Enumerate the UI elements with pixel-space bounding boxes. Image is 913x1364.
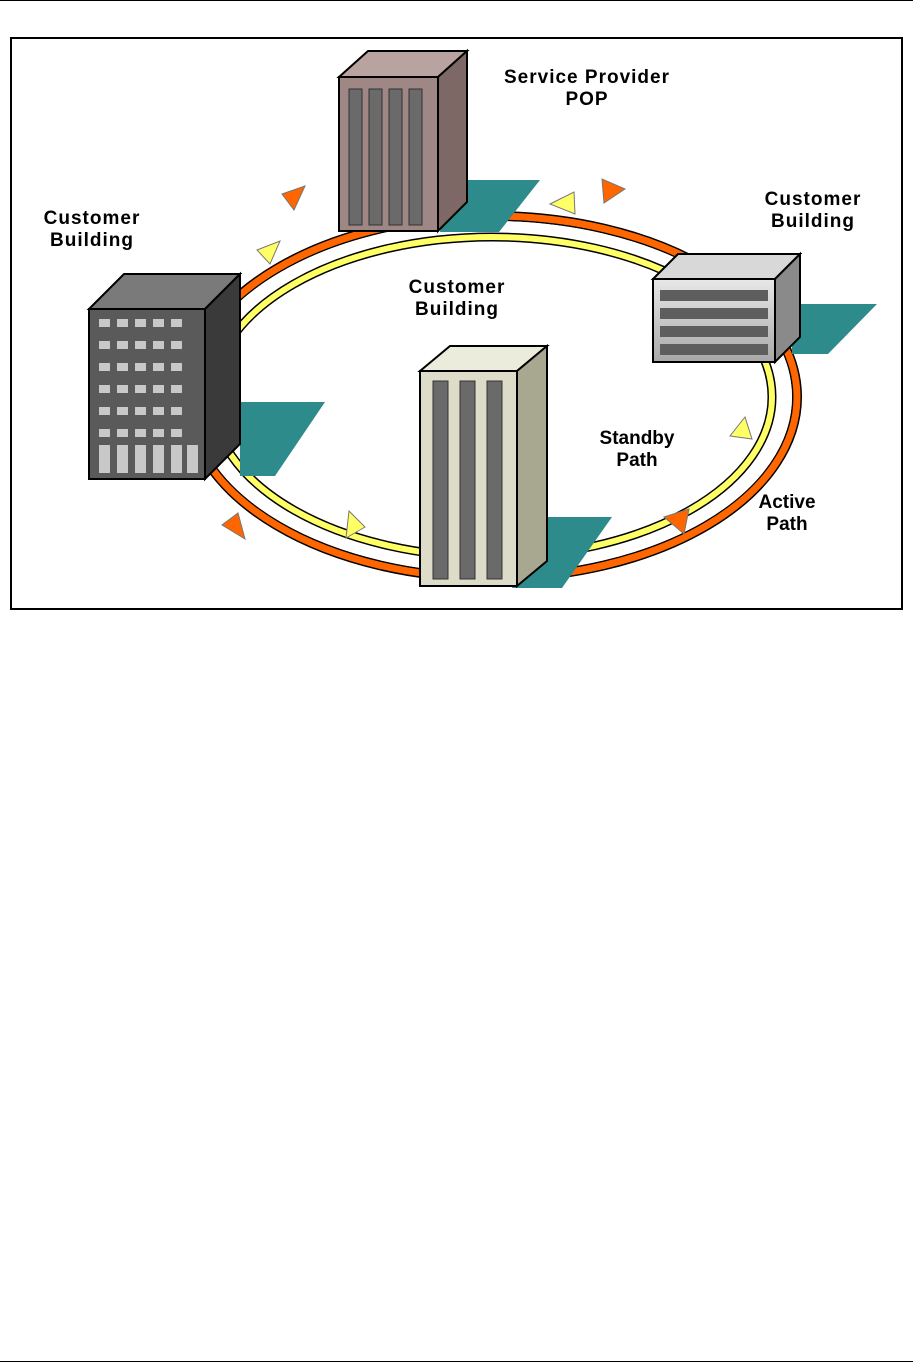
left-building-window [171, 341, 182, 349]
right-customer-building [653, 254, 800, 362]
center-customer-building [420, 346, 547, 586]
left-building-window [117, 407, 128, 415]
left-building-window [135, 341, 146, 349]
network-ring-figure: Service Provider POP Customer Building C… [10, 37, 903, 610]
left-building-window [135, 363, 146, 371]
left-building-window [171, 385, 182, 393]
standby-path-label: Standby Path [582, 428, 692, 472]
left-building-window [135, 407, 146, 415]
active-path-label-line2: Path [737, 514, 837, 536]
standby-arrow-bottom-right [730, 417, 752, 439]
left-building-window [117, 319, 128, 327]
standby-arrow-top-right [550, 192, 575, 214]
left-building-window [171, 363, 182, 371]
left-building-window [153, 363, 164, 371]
left-building-label-line1: Customer [32, 208, 152, 230]
active-arrow-bottom-left [222, 513, 245, 539]
right-building-label-line1: Customer [748, 189, 878, 211]
left-building-window [99, 363, 110, 371]
left-building-label-line2: Building [32, 230, 152, 252]
left-building-window [135, 429, 146, 437]
pop-label: Service Provider POP [497, 67, 677, 111]
pop-label-line2: POP [497, 89, 677, 111]
left-building-window [99, 407, 110, 415]
left-building-window [117, 341, 128, 349]
left-building-window [171, 407, 182, 415]
left-building-window [99, 341, 110, 349]
left-building-label: Customer Building [32, 208, 152, 252]
left-building-window [99, 385, 110, 393]
left-building-window [171, 319, 182, 327]
left-building-window [153, 319, 164, 327]
left-building-window [117, 385, 128, 393]
page-top-rule [0, 0, 913, 1]
page-bottom-rule [0, 1361, 913, 1362]
active-path-label-line1: Active [737, 492, 837, 514]
left-building-window [135, 319, 146, 327]
left-building-window [171, 429, 182, 437]
left-building-window [117, 363, 128, 371]
pop-building [339, 51, 467, 231]
active-arrow-top-left [282, 186, 305, 210]
left-building-window [135, 385, 146, 393]
standby-path-label-line1: Standby [582, 428, 692, 450]
right-building-shadow [792, 304, 877, 354]
left-building-window [99, 429, 110, 437]
left-building-window [153, 429, 164, 437]
left-building-window [153, 385, 164, 393]
center-building-label-line1: Customer [392, 277, 522, 299]
standby-path-label-line2: Path [582, 450, 692, 472]
left-building-window [153, 407, 164, 415]
center-building-label: Customer Building [392, 277, 522, 321]
pop-label-line1: Service Provider [497, 67, 677, 89]
left-building-window [99, 319, 110, 327]
right-building-label-line2: Building [748, 211, 878, 233]
left-building-window [117, 429, 128, 437]
active-path-label: Active Path [737, 492, 837, 536]
center-building-label-line2: Building [392, 299, 522, 321]
left-building-shadow [240, 402, 325, 476]
left-customer-building [89, 274, 240, 479]
active-arrow-top-right [602, 179, 625, 203]
left-building-window [153, 341, 164, 349]
right-building-label: Customer Building [748, 189, 878, 233]
standby-arrow-top-left [257, 241, 280, 264]
